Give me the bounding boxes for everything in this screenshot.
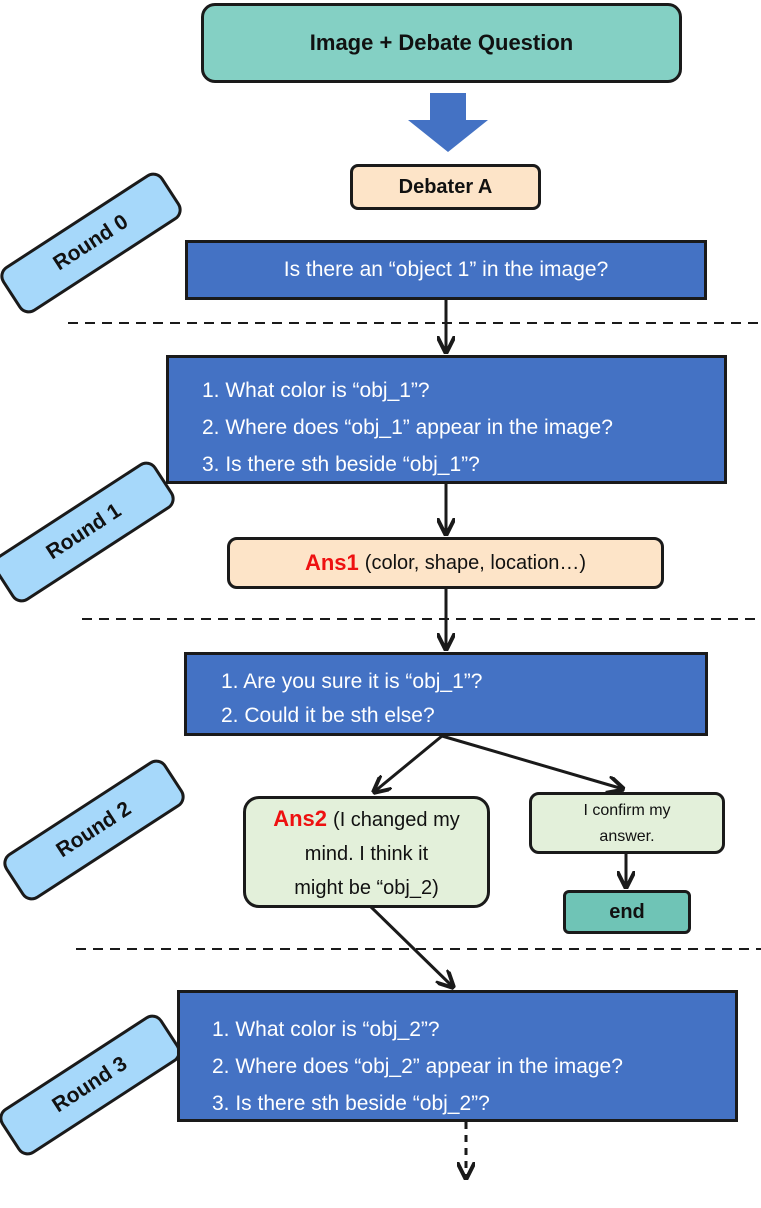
confirm-line-1: I confirm my (583, 802, 671, 819)
ans2-text-line-2: mind. I think it (304, 843, 429, 865)
end-label: end (609, 900, 645, 923)
arrow-ans2-to-q3 (368, 904, 453, 987)
round-1-question-1: 1. What color is “obj_1”? (202, 379, 430, 402)
round-0-question-box: Is there an “object 1” in the image? (185, 240, 707, 300)
confirm-line-2: answer. (599, 828, 655, 845)
round-1-question-3: 3. Is there sth beside “obj_1”? (202, 453, 480, 476)
big-down-arrow (408, 93, 488, 152)
ans1-text: (color, shape, location…) (364, 551, 587, 574)
header-title: Image + Debate Question (309, 30, 574, 55)
round-2-question-2: 2. Could it be sth else? (221, 704, 435, 727)
round-3-question-3: 3. Is there sth beside “obj_2”? (212, 1092, 490, 1115)
debater-a-box: Debater A (350, 164, 541, 210)
ans2-text-line-3: might be “obj_2) (294, 877, 439, 899)
round-3-question-1: 1. What color is “obj_2”? (212, 1018, 440, 1041)
image-debate-question-box: Image + Debate Question (201, 3, 682, 83)
round-3-question-2: 2. Where does “obj_2” appear in the imag… (212, 1055, 623, 1078)
ans2-line-1: Ans2(I changed my (246, 802, 487, 837)
ans2-box: Ans2(I changed my mind. I think it might… (243, 796, 490, 908)
round-2-question-1: 1. Are you sure it is “obj_1”? (221, 670, 483, 693)
round-0-question: Is there an “object 1” in the image? (283, 258, 609, 281)
ans2-label: Ans2 (273, 806, 328, 831)
round-1-question-2: 2. Where does “obj_1” appear in the imag… (202, 416, 613, 439)
ans2-text-line-1: (I changed my (333, 809, 460, 831)
ans1-box: Ans1 (color, shape, location…) (227, 537, 664, 589)
end-box: end (563, 890, 691, 934)
ans1-label: Ans1 (304, 550, 359, 575)
arrow-q2-to-confirm (441, 734, 623, 789)
confirm-answer-box: I confirm my answer. (529, 792, 725, 854)
arrow-q2-to-ans2 (374, 734, 443, 792)
debater-label: Debater A (398, 175, 493, 198)
round-3-questions-box: 1. What color is “obj_2”? 2. Where does … (177, 990, 738, 1122)
round-1-questions-box: 1. What color is “obj_1”? 2. Where does … (166, 355, 727, 484)
round-2-questions-box: 1. Are you sure it is “obj_1”? 2. Could … (184, 652, 708, 736)
